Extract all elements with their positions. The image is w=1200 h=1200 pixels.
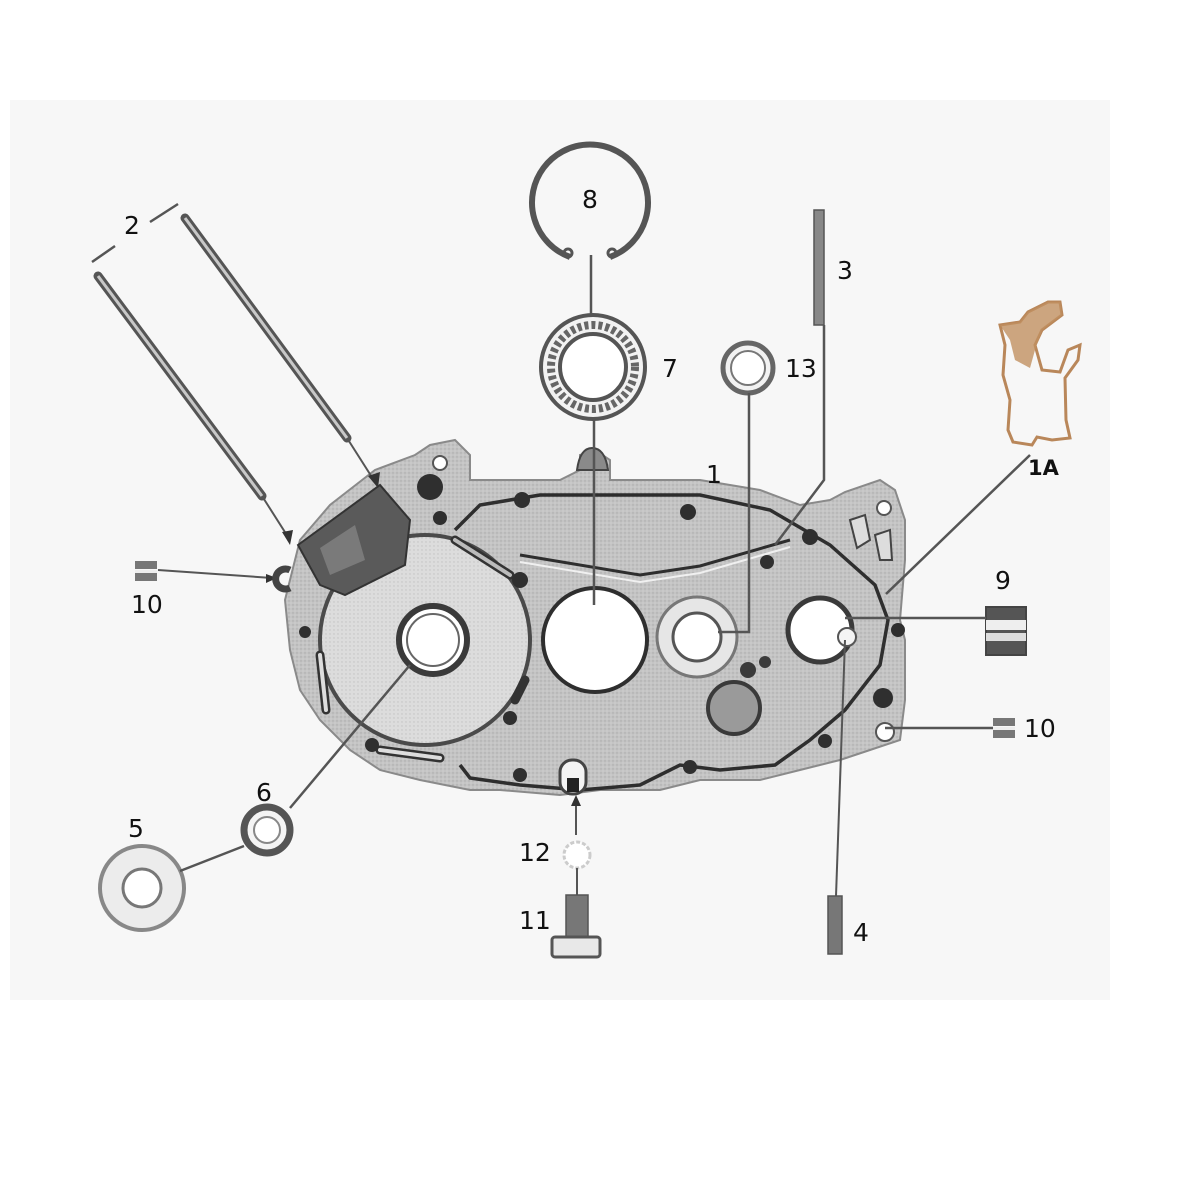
label-part-10-right: 10 — [1024, 714, 1056, 743]
label-part-9: 9 — [995, 566, 1011, 595]
short-dowel-pin — [827, 639, 846, 955]
shim-washer — [98, 844, 245, 932]
needle-bushing — [845, 606, 1027, 656]
drain-screw-assembly — [550, 795, 602, 959]
cylinder-studs — [91, 202, 380, 545]
label-part-6: 6 — [256, 778, 272, 807]
label-part-1: 1 — [706, 460, 722, 489]
oil-seal — [240, 664, 411, 857]
label-part-4: 4 — [853, 918, 869, 947]
label-part-7: 7 — [662, 354, 678, 383]
label-part-3: 3 — [837, 256, 853, 285]
shaft-seal-ring — [718, 340, 776, 634]
label-part-1a: 1A — [1028, 456, 1059, 480]
long-dowel-pin — [774, 209, 826, 546]
locating-sleeve-left — [135, 561, 292, 593]
label-part-11: 11 — [519, 906, 551, 935]
label-part-5: 5 — [128, 814, 144, 843]
label-part-13: 13 — [785, 354, 817, 383]
label-part-8: 8 — [582, 185, 598, 214]
crankcase-gasket — [885, 300, 1082, 595]
label-part-10-left: 10 — [131, 590, 163, 619]
locating-sleeve-right — [885, 718, 1015, 738]
label-part-2: 2 — [124, 211, 140, 240]
circlip — [529, 141, 651, 314]
label-part-12: 12 — [519, 838, 551, 867]
ball-bearing — [539, 313, 647, 605]
